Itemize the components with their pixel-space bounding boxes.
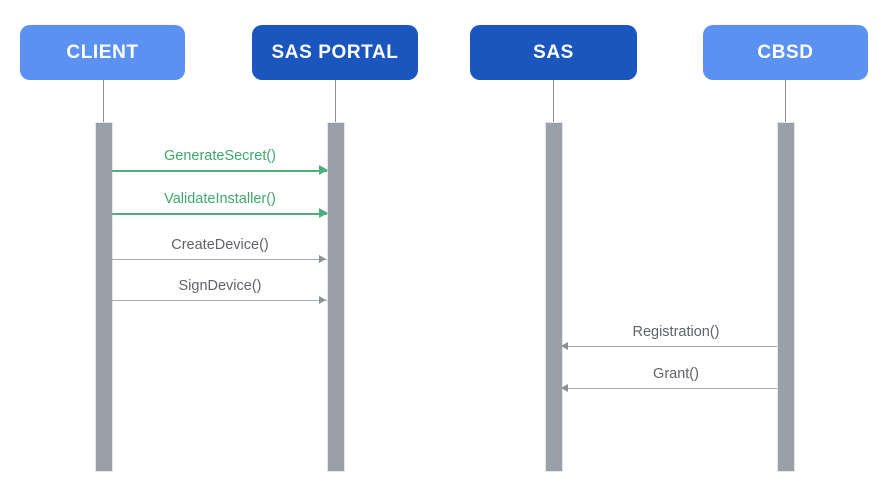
message-label: Grant() xyxy=(653,366,699,382)
message-line xyxy=(562,388,777,389)
activation-bar-sas-portal[interactable] xyxy=(327,122,345,472)
participant-label-sas-portal: SAS PORTAL xyxy=(271,41,399,63)
activation-bar-cbsd[interactable] xyxy=(777,122,795,472)
message-line xyxy=(112,300,327,301)
activation-bar-client[interactable] xyxy=(95,122,113,472)
message-label: ValidateInstaller() xyxy=(164,191,276,207)
arrowhead-left-icon xyxy=(561,342,568,350)
lifeline-sas-portal xyxy=(335,80,336,122)
lifeline-client xyxy=(103,80,104,122)
activation-bar-sas[interactable] xyxy=(545,122,563,472)
arrowhead-right-icon xyxy=(319,255,326,263)
message-line xyxy=(112,259,327,260)
message-label: Registration() xyxy=(632,324,720,340)
participant-label-cbsd: CBSD xyxy=(757,41,814,63)
participant-box-cbsd[interactable]: CBSD xyxy=(703,25,868,80)
arrowhead-right-icon xyxy=(319,208,328,218)
message-line xyxy=(112,213,327,215)
participant-box-sas-portal[interactable]: SAS PORTAL xyxy=(252,25,418,80)
message-label: CreateDevice() xyxy=(171,237,269,253)
participant-box-client[interactable]: CLIENT xyxy=(20,25,185,80)
message-line xyxy=(562,346,777,347)
arrowhead-left-icon xyxy=(561,384,568,392)
participant-box-sas[interactable]: SAS xyxy=(470,25,637,80)
arrowhead-right-icon xyxy=(319,165,328,175)
participant-label-sas: SAS xyxy=(533,41,574,63)
message-label: GenerateSecret() xyxy=(163,148,277,164)
lifeline-sas xyxy=(553,80,554,122)
message-label: SignDevice() xyxy=(178,278,262,294)
participant-label-client: CLIENT xyxy=(66,41,139,63)
message-line xyxy=(112,170,327,172)
lifeline-cbsd xyxy=(785,80,786,122)
arrowhead-right-icon xyxy=(319,296,326,304)
